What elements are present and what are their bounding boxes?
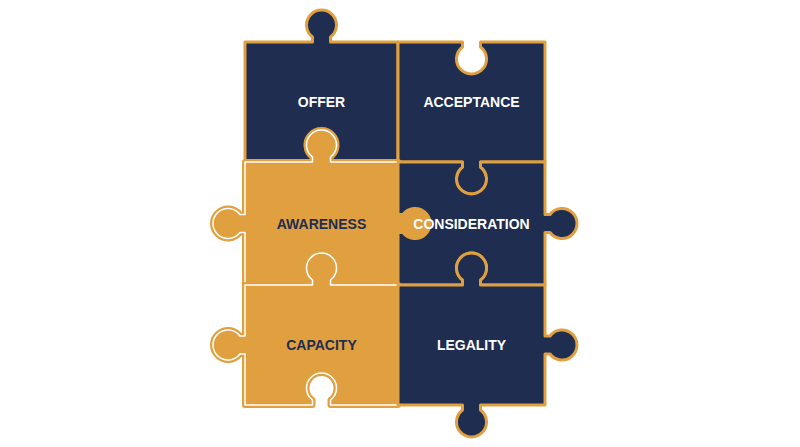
piece-label: LEGALITY	[437, 337, 506, 353]
piece-label: OFFER	[298, 94, 345, 110]
puzzle-piece: LEGALITY	[398, 285, 545, 405]
puzzle-piece: CAPACITY	[245, 285, 398, 405]
piece-label: CONSIDERATION	[413, 216, 529, 232]
piece-label: CAPACITY	[286, 337, 357, 353]
puzzle-piece: ACCEPTANCE	[398, 42, 545, 162]
piece-label: ACCEPTANCE	[423, 94, 519, 110]
piece-shape	[213, 253, 398, 405]
piece-shape	[398, 253, 577, 437]
piece-label: AWARENESS	[277, 216, 366, 232]
piece-inner-line	[213, 253, 398, 405]
